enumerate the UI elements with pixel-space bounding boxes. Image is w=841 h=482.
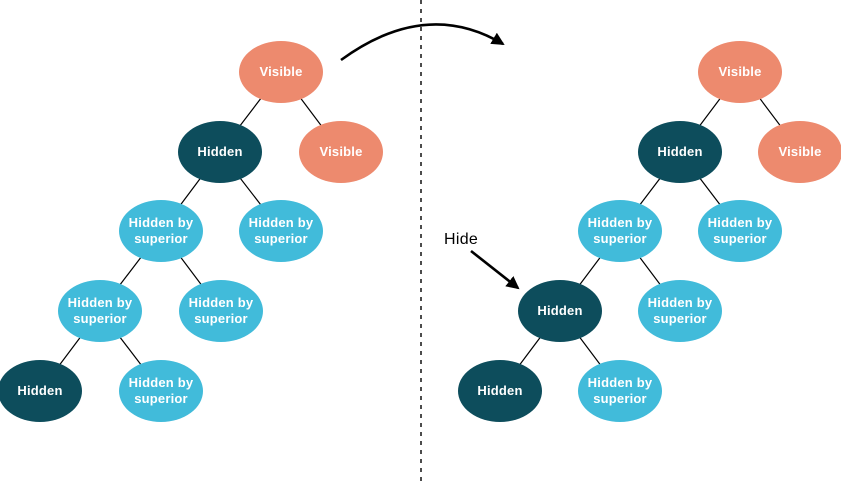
tree-node: Hidden bbox=[458, 360, 542, 422]
tree-node: Visible bbox=[698, 41, 782, 103]
tree-node: Visible bbox=[239, 41, 323, 103]
tree-node: Hidden by superior bbox=[119, 200, 203, 262]
tree-node: Hidden bbox=[178, 121, 262, 183]
tree-node: Visible bbox=[758, 121, 841, 183]
tree-node: Hidden by superior bbox=[638, 280, 722, 342]
tree-node: Hidden by superior bbox=[119, 360, 203, 422]
hide-pointer-arrow bbox=[470, 249, 520, 290]
tree-node: Hidden bbox=[0, 360, 82, 422]
tree-node: Hidden by superior bbox=[698, 200, 782, 262]
tree-node: Hidden by superior bbox=[578, 360, 662, 422]
transform-arrow bbox=[340, 23, 505, 62]
tree-node: Hidden by superior bbox=[179, 280, 263, 342]
hide-annotation-label: Hide bbox=[444, 231, 479, 248]
tree-node: Hidden bbox=[518, 280, 602, 342]
tree-node: Hidden by superior bbox=[239, 200, 323, 262]
tree-node: Visible bbox=[299, 121, 383, 183]
tree-node: Hidden bbox=[638, 121, 722, 183]
tree-node: Hidden by superior bbox=[58, 280, 142, 342]
tree-node: Hidden by superior bbox=[578, 200, 662, 262]
